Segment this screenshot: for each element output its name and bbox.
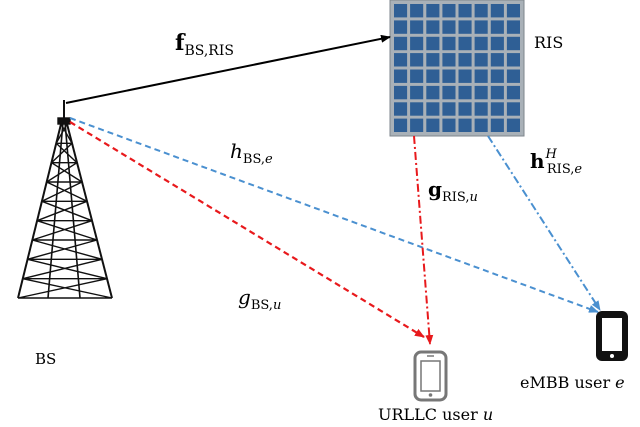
ris-element [458, 69, 472, 83]
ris-element [490, 102, 504, 116]
ris-element [506, 102, 520, 116]
ris-element [426, 69, 440, 83]
ris-element [426, 53, 440, 67]
ris-element [506, 20, 520, 34]
ris-element [410, 69, 424, 83]
label-g-bs-u: gBS,u [238, 285, 281, 313]
ris-element [442, 69, 456, 83]
link-h-bs-e [69, 117, 599, 313]
ris-element [474, 69, 488, 83]
label-f-bs-ris: fBS,RIS [175, 30, 234, 59]
ris-element [474, 85, 488, 100]
ris-element [442, 85, 456, 100]
ris-element [442, 4, 456, 18]
link-h-ris-e [487, 135, 601, 311]
ris-element [394, 118, 408, 132]
ris-element [394, 85, 408, 100]
ris-element [458, 4, 472, 18]
label-embb-user: eMBB user e [520, 373, 625, 392]
label-g-ris-u: gRIS,u [428, 177, 478, 205]
ris-element [458, 85, 472, 100]
ris-panel [389, 0, 525, 137]
ris-element [506, 36, 520, 51]
ris-element [410, 53, 424, 67]
ris-element [442, 102, 456, 116]
ris-element [490, 53, 504, 67]
ris-element [410, 4, 424, 18]
bs-tower-icon [17, 100, 113, 299]
ris-element [426, 85, 440, 100]
ris-element [394, 4, 408, 18]
label-h-bs-e: hBS,e [230, 139, 273, 167]
ris-element [490, 118, 504, 132]
ris-element [394, 102, 408, 116]
ris-element [426, 118, 440, 132]
label-urllc-user: URLLC user u [378, 405, 493, 424]
ris-element [426, 102, 440, 116]
ris-element [426, 36, 440, 51]
ris-element [442, 53, 456, 67]
link-g-bs-u [69, 121, 425, 338]
ris-element [506, 53, 520, 67]
ris-element [458, 20, 472, 34]
ris-element [410, 118, 424, 132]
ris-element [426, 20, 440, 34]
ris-element [442, 36, 456, 51]
ris-element [394, 20, 408, 34]
ris-element [410, 36, 424, 51]
ris-element [458, 36, 472, 51]
ris-element [490, 36, 504, 51]
ris-element [506, 4, 520, 18]
ris-element [474, 36, 488, 51]
ris-element [394, 53, 408, 67]
ris-element [442, 118, 456, 132]
ris-element [474, 53, 488, 67]
ris-element [490, 4, 504, 18]
ris-element [410, 102, 424, 116]
ris-element [490, 69, 504, 83]
ris-element [458, 53, 472, 67]
ris-element [506, 85, 520, 100]
ris-element [458, 102, 472, 116]
ris-element [474, 102, 488, 116]
ris-element [442, 20, 456, 34]
ris-element [506, 118, 520, 132]
link-g-ris-u [413, 135, 434, 345]
ris-element [490, 20, 504, 34]
label-bs: BS [35, 350, 56, 368]
ris-element [410, 85, 424, 100]
ris-element [394, 36, 408, 51]
ris-element [490, 85, 504, 100]
ris-element [394, 69, 408, 83]
urllc-phone-icon [413, 350, 448, 402]
ris-element [474, 118, 488, 132]
ris-element [474, 4, 488, 18]
ris-element [426, 4, 440, 18]
ris-element [410, 20, 424, 34]
embb-phone-icon [596, 311, 628, 361]
link-f-bs-ris [65, 34, 391, 104]
ris-element [474, 20, 488, 34]
ris-element [506, 69, 520, 83]
ris-element [458, 118, 472, 132]
label-ris: RIS [534, 33, 563, 52]
